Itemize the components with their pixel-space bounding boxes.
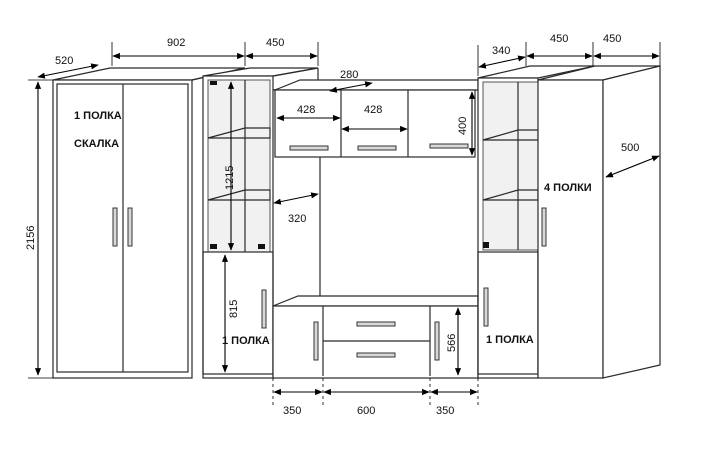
dim-wardrobe-width: 902 bbox=[167, 37, 185, 49]
door-handle bbox=[541, 207, 547, 247]
dim-glass-width-left: 450 bbox=[266, 37, 284, 49]
dim-tv-base-height: 566 bbox=[446, 334, 458, 352]
left-wardrobe bbox=[52, 67, 246, 379]
dim-bottom-left: 350 bbox=[283, 405, 301, 417]
dim-total-height: 2156 bbox=[25, 226, 37, 250]
label-right-lower-shelf: 1 ПОЛКА bbox=[486, 334, 534, 346]
left-glass-cabinet bbox=[202, 67, 319, 379]
dim-bottom-mid: 600 bbox=[357, 405, 375, 417]
tv-section bbox=[272, 68, 479, 379]
door-handle bbox=[112, 207, 118, 247]
dim-right-cabinet-depth: 340 bbox=[492, 45, 510, 57]
door-handle bbox=[127, 207, 133, 247]
right-wardrobe bbox=[537, 65, 661, 379]
door-handle bbox=[261, 289, 267, 329]
dim-upper-height: 400 bbox=[457, 117, 469, 135]
dim-upper-door-1: 428 bbox=[297, 104, 315, 116]
door-handle bbox=[483, 287, 489, 327]
dim-right-wardrobe-depth: 500 bbox=[621, 142, 639, 154]
label-left-lower-shelf: 1 ПОЛКА bbox=[222, 335, 270, 347]
dim-bottom-right: 350 bbox=[436, 405, 454, 417]
right-glass-cabinet bbox=[477, 65, 596, 379]
dim-right-glass-width: 450 bbox=[550, 33, 568, 45]
dim-lower-door-height: 815 bbox=[228, 300, 240, 318]
dim-tv-depth: 280 bbox=[340, 69, 358, 81]
dimension-lines bbox=[28, 42, 661, 408]
dim-wardrobe-depth: 520 bbox=[55, 55, 73, 67]
label-right-wardrobe-shelves: 4 ПОЛКИ bbox=[544, 182, 592, 194]
label-wardrobe-rod: СКАЛКА bbox=[74, 138, 119, 150]
dim-upper-door-2: 428 bbox=[364, 104, 382, 116]
dim-glass-height: 1215 bbox=[224, 166, 236, 190]
dim-side-depth: 320 bbox=[288, 213, 306, 225]
label-wardrobe-shelf: 1 ПОЛКА bbox=[74, 110, 122, 122]
dim-right-wardrobe-width: 450 bbox=[603, 33, 621, 45]
